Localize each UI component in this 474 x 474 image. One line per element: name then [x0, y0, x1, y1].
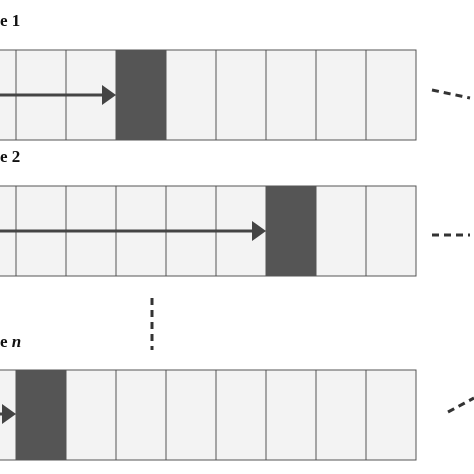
arrow-head: [2, 404, 16, 424]
cell: [215, 369, 267, 461]
arrow-head: [102, 85, 116, 105]
row-n-arrow-icon: [0, 404, 16, 424]
cell: [165, 49, 217, 141]
row-2-arrow-icon: [0, 221, 266, 241]
cell: [115, 369, 167, 461]
cell: [165, 369, 217, 461]
row-1: e 1: [0, 11, 471, 141]
cell: [365, 185, 417, 277]
row-1-cells: [0, 49, 417, 141]
highlighted-cell: [15, 369, 67, 461]
cell: [265, 369, 317, 461]
row-1-dashed-continuation-icon: [431, 88, 471, 100]
row-n-cells: [0, 369, 417, 461]
cell: [265, 49, 317, 141]
row-2-label: e 2: [0, 147, 20, 166]
cell: [215, 49, 267, 141]
cell: [365, 49, 417, 141]
row-1-label: e 1: [0, 11, 20, 30]
cell: [365, 369, 417, 461]
cell: [315, 369, 367, 461]
highlighted-cell: [115, 49, 167, 141]
cell: [315, 185, 367, 277]
highlighted-cell: [265, 185, 317, 277]
row-n: e n: [0, 332, 474, 461]
cell: [65, 369, 117, 461]
arrow-head: [252, 221, 266, 241]
row-1-arrow-icon: [0, 85, 116, 105]
row-2: e 2: [0, 147, 470, 277]
cell: [315, 49, 367, 141]
row-n-dashed-continuation-icon: [447, 396, 474, 414]
row-n-label: e n: [0, 332, 21, 351]
